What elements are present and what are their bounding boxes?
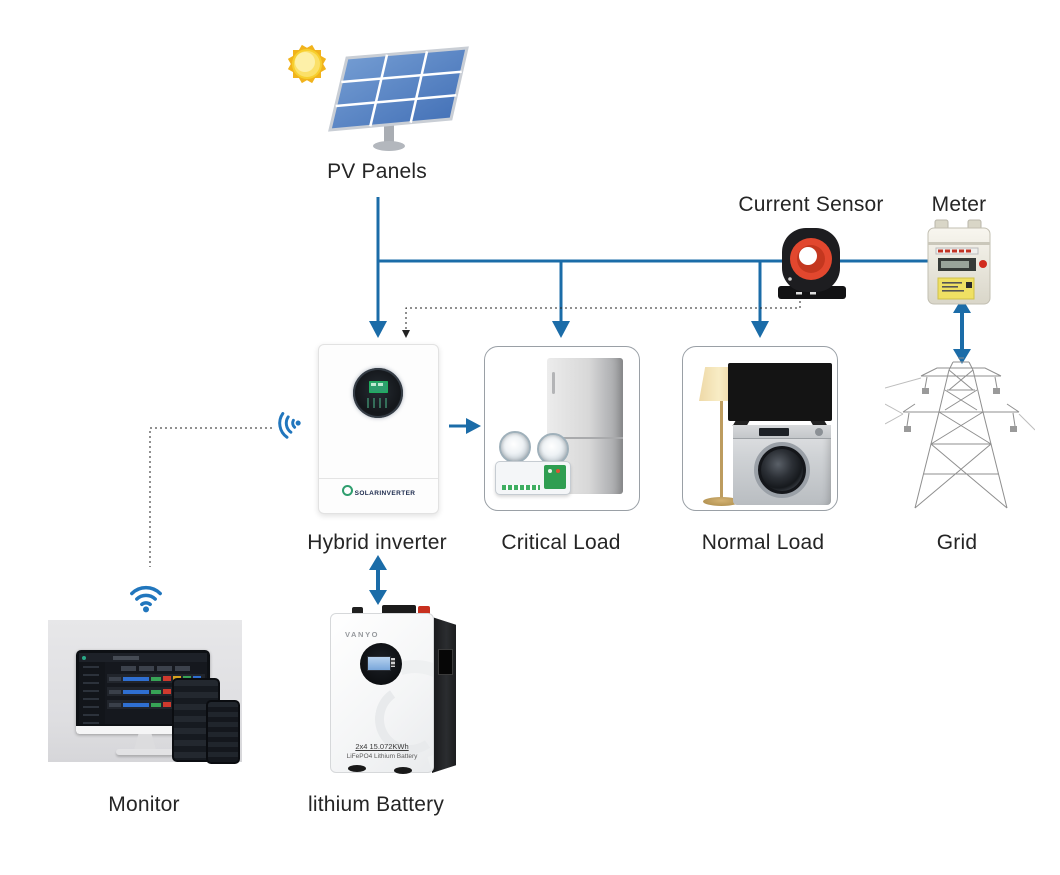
normal-load-box — [682, 346, 838, 511]
inverter-logo-icon — [341, 485, 353, 496]
grid-label: Grid — [936, 531, 978, 554]
battery-spec: 2x4 15.072KWh — [355, 742, 409, 751]
transmission-tower-icon — [885, 357, 1035, 509]
meter-label: Meter — [931, 193, 987, 216]
tv-icon — [728, 363, 832, 426]
normal-load-label: Normal Load — [701, 531, 825, 554]
washing-machine-icon — [733, 425, 831, 505]
current-transformer-icon — [778, 228, 846, 299]
lithium-battery-label: lithium Battery — [307, 793, 445, 816]
monitor-label: Monitor — [108, 793, 180, 816]
inverter-display-ring — [353, 368, 403, 418]
current-sensor-label: Current Sensor — [738, 193, 884, 216]
solar-panel-icon — [328, 46, 469, 151]
hybrid-inverter: SOLARINVERTER — [318, 344, 439, 514]
battery-terminal-negative — [352, 607, 363, 615]
wifi-icon — [130, 585, 162, 613]
battery-display — [360, 643, 402, 685]
monitor-group — [48, 620, 242, 764]
critical-load-label: Critical Load — [501, 531, 621, 554]
inverter-lcd-screen — [369, 381, 388, 393]
battery-brand: VANYO — [345, 630, 380, 639]
lithium-battery-icon: VANYO 2x4 15.072KWh LiFePO4 Lithium Batt… — [330, 605, 458, 777]
battery-terminal-positive — [418, 606, 430, 615]
hybrid-inverter-label: Hybrid inverter — [307, 531, 447, 554]
critical-load-box — [484, 346, 640, 511]
battery-chemistry: LiFePO4 Lithium Battery — [346, 753, 418, 760]
sun-icon — [287, 44, 327, 84]
inverter-brand-logo: SOLARINVERTER — [319, 485, 438, 497]
phone-icon — [206, 700, 240, 764]
emergency-light-icon — [493, 431, 577, 499]
wifi-icon — [278, 412, 301, 439]
energy-meter-icon — [927, 219, 991, 305]
pv-panels-label: PV Panels — [327, 160, 427, 183]
inverter-buttons — [367, 398, 391, 408]
